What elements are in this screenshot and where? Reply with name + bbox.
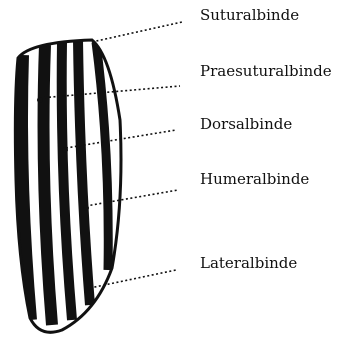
- elytron-stripes: [21, 40, 108, 325]
- dot-praesuturalbinde: [37, 97, 43, 103]
- praesutural-stripe: [78, 40, 90, 305]
- label-praesuturalbinde: Praesuturalbinde: [200, 64, 332, 79]
- leader-humeralbinde: [86, 190, 178, 206]
- dot-lateralbinde: [88, 286, 93, 291]
- label-humeralbinde: Humeralbinde: [200, 172, 309, 187]
- dot-humeralbinde: [83, 205, 89, 211]
- leader-suturalbinde: [92, 22, 182, 42]
- dorsal-stripe: [62, 42, 72, 320]
- dot-dorsalbinde: [62, 147, 68, 153]
- label-suturalbinde: Suturalbinde: [200, 8, 299, 23]
- label-lateralbinde: Lateralbinde: [200, 256, 297, 271]
- label-dorsalbinde: Dorsalbinde: [200, 117, 292, 132]
- sutural-stripe: [96, 42, 108, 270]
- humeral-stripe: [44, 45, 52, 325]
